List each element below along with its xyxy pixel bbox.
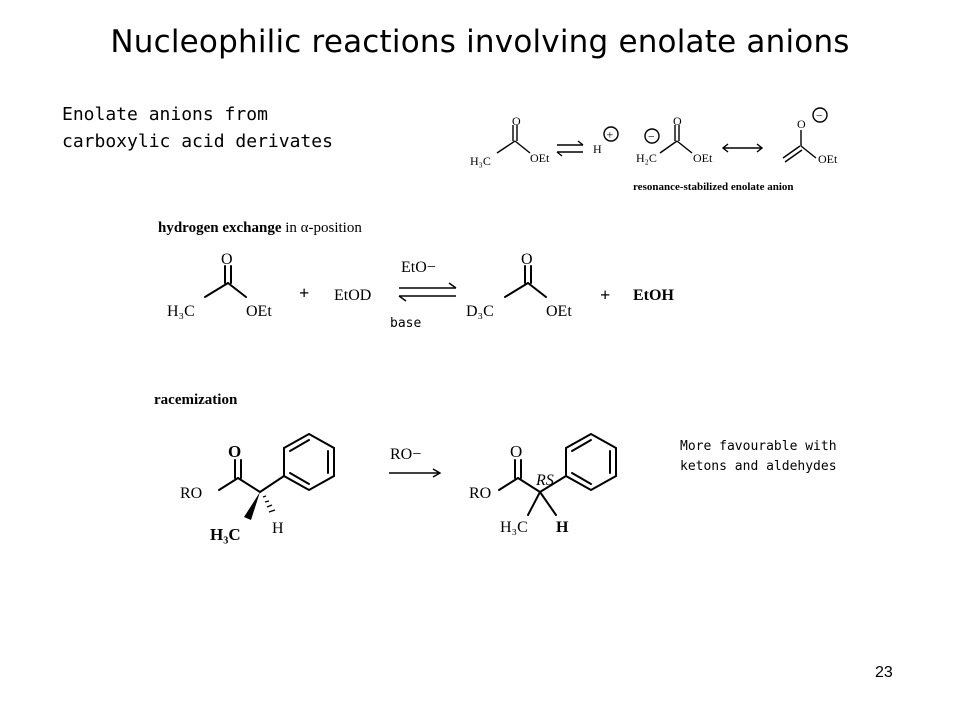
plus-sign: + <box>299 283 309 303</box>
atom-h2c: H₂C <box>636 151 657 165</box>
side-note-line-2: ketons and aldehydes <box>680 459 837 474</box>
atom-h3c: H₃C <box>167 303 195 320</box>
ethyl-acetate-reactant: O H₃C OEt <box>167 251 272 320</box>
plus-sign: + <box>607 128 614 142</box>
atom-oet: OEt <box>818 152 838 166</box>
plus-sign: + <box>600 285 610 305</box>
resonance-arrow <box>721 143 764 153</box>
racemic-ester-product: O RO RS H₃C H <box>469 432 617 536</box>
etoh-label: EtOH <box>633 287 674 304</box>
base-label: base <box>390 316 421 331</box>
phenyl-ring-icon <box>283 432 335 492</box>
phenyl-ring-icon <box>565 432 617 492</box>
atom-o: O <box>512 114 521 128</box>
atom-d3c: D₃C <box>466 303 494 320</box>
atom-ro: RO <box>180 485 202 502</box>
chiral-ester-reactant: O RO H₃C H <box>180 432 335 544</box>
minus-sign: − <box>816 109 823 123</box>
atom-o: O <box>228 442 241 461</box>
atom-h: H <box>556 519 569 536</box>
intro-line-1: Enolate anions from <box>62 104 268 125</box>
atom-oet: OEt <box>246 303 272 320</box>
ethyl-acetate-structure: O H₃C OEt <box>470 114 550 168</box>
heading-rest-part: in α-position <box>285 220 362 236</box>
slide-number: 23 <box>875 664 893 681</box>
racemization-heading: racemization <box>154 392 238 408</box>
atom-o: O <box>673 114 682 128</box>
atom-h3c: H₃C <box>470 154 491 168</box>
equilibrium-arrows-2 <box>398 282 457 302</box>
enolate-carbanion-structure: − O H₂C OEt <box>636 114 713 165</box>
atom-o: O <box>797 117 806 131</box>
proton: H + <box>593 126 619 156</box>
side-note: More favourable with ketons and aldehyde… <box>680 437 837 477</box>
intro-text: Enolate anions from carboxylic acid deri… <box>62 101 333 155</box>
wedge-bond <box>244 492 260 520</box>
negative-charge-icon <box>812 107 828 123</box>
minus-sign: − <box>648 130 655 144</box>
stereo-label: RS <box>535 472 554 489</box>
atom-o: O <box>521 251 533 268</box>
atom-h: H <box>272 520 284 537</box>
catalyst-label: EtO− <box>401 259 436 276</box>
hashed-bond <box>262 495 276 513</box>
atom-o: O <box>510 442 522 461</box>
etod-label: EtOD <box>334 287 371 304</box>
atom-h3c: H₃C <box>500 519 528 536</box>
reagent-label: RO− <box>390 446 421 463</box>
hydrogen-exchange-heading: hydrogen exchange in α-position <box>158 220 362 236</box>
enolate-oxyanion-structure: O − OEt <box>782 107 838 166</box>
atom-h3c: H₃C <box>210 525 241 544</box>
equilibrium-arrows-1 <box>556 140 584 157</box>
reaction-arrow <box>389 468 442 478</box>
atom-ro: RO <box>469 485 491 502</box>
atom-oet: OEt <box>530 151 550 165</box>
side-note-line-1: More favourable with <box>680 439 837 454</box>
slide-title: Nucleophilic reactions involving enolate… <box>110 24 850 60</box>
atom-oet: OEt <box>546 303 572 320</box>
resonance-caption: resonance-stabilized enolate anion <box>633 181 794 193</box>
negative-charge-icon <box>644 128 660 144</box>
intro-line-2: carboxylic acid derivates <box>62 131 333 152</box>
atom-o: O <box>221 251 233 268</box>
heading-bold-part: hydrogen exchange <box>158 220 282 236</box>
deuterated-ester-product: O D₃C OEt <box>466 251 572 320</box>
atom-h: H <box>593 142 602 156</box>
positive-charge-icon <box>603 126 619 142</box>
atom-oet: OEt <box>693 151 713 165</box>
